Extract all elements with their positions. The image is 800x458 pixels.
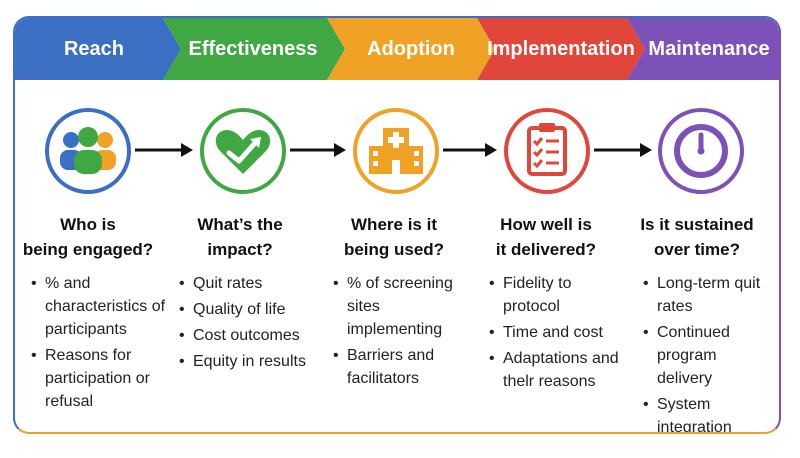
question-line: How well is <box>500 215 592 234</box>
chevron-maintenance <box>627 18 779 80</box>
bullets-adoption: % of screening sites implementing Barrie… <box>333 272 473 393</box>
question-line: Who is <box>60 215 116 234</box>
question-line: Where is it <box>351 215 437 234</box>
arrow-implementation-to-maintenance <box>594 143 652 157</box>
list-item: Equity in results <box>179 350 331 373</box>
chevron-effectiveness <box>163 18 345 80</box>
heart-trend-icon <box>200 108 286 194</box>
bullets-effectiveness: Quit rates Quality of life Cost outcomes… <box>179 272 331 376</box>
question-adoption: Where is it being used? <box>309 212 479 262</box>
list-item: Fidelity to protocol <box>489 272 629 318</box>
stage-label-maintenance: Maintenance <box>648 37 770 60</box>
list-item: System integration <box>643 393 767 432</box>
question-line: it delivered? <box>495 240 597 259</box>
list-item: % of screening sites implementing <box>333 272 473 341</box>
bullets-implementation: Fidelity to protocol Time and cost Adapt… <box>489 272 629 396</box>
question-line: over time? <box>654 240 740 259</box>
chevron-adoption <box>327 18 495 80</box>
arrow-adoption-to-implementation <box>443 143 497 157</box>
stage-label-implementation: Implementation <box>487 37 635 60</box>
question-implementation: How well is it delivered? <box>461 212 631 262</box>
chevron-reach <box>15 18 181 80</box>
clock-icon <box>658 108 744 194</box>
question-line: Is it sustained <box>640 215 754 234</box>
list-item: Time and cost <box>489 321 629 344</box>
arrow-reach-to-effectiveness <box>135 143 193 157</box>
hospital-icon <box>353 108 439 194</box>
list-item: % and characteristics of participants <box>31 272 171 341</box>
bullets-maintenance: Long-term quit rates Continued program d… <box>643 272 767 432</box>
question-line: being engaged? <box>22 240 154 259</box>
stage-chevron-band <box>15 18 779 80</box>
list-item: Adaptations and thelr reasons <box>489 347 629 393</box>
list-item: Quality of life <box>179 298 331 321</box>
list-item: Cost outcomes <box>179 324 331 347</box>
list-item: Continued program delivery <box>643 321 767 390</box>
chevron-implementation <box>477 18 645 80</box>
people-group-icon <box>45 108 131 194</box>
question-reach: Who is being engaged? <box>15 212 173 262</box>
question-effectiveness: What’s the impact? <box>155 212 325 262</box>
question-line: What’s the <box>197 215 283 234</box>
clipboard-checklist-icon <box>504 108 590 194</box>
arrow-effectiveness-to-adoption <box>290 143 346 157</box>
re-aim-framework-frame: Reach Effectiveness Adoption Implementat… <box>13 16 781 434</box>
stage-label-effectiveness: Effectiveness <box>188 37 318 60</box>
question-line: impact? <box>207 240 273 259</box>
list-item: Barriers and facilitators <box>333 344 473 390</box>
bullets-reach: % and characteristics of participants Re… <box>31 272 171 416</box>
list-item: Reasons for participation or refusal <box>31 344 171 413</box>
list-item: Quit rates <box>179 272 331 295</box>
question-line: being used? <box>343 240 445 259</box>
question-maintenance: Is it sustained over time? <box>612 212 779 262</box>
stage-label-reach: Reach <box>63 37 125 60</box>
list-item: Long-term quit rates <box>643 272 767 318</box>
stage-label-adoption: Adoption <box>367 37 455 60</box>
